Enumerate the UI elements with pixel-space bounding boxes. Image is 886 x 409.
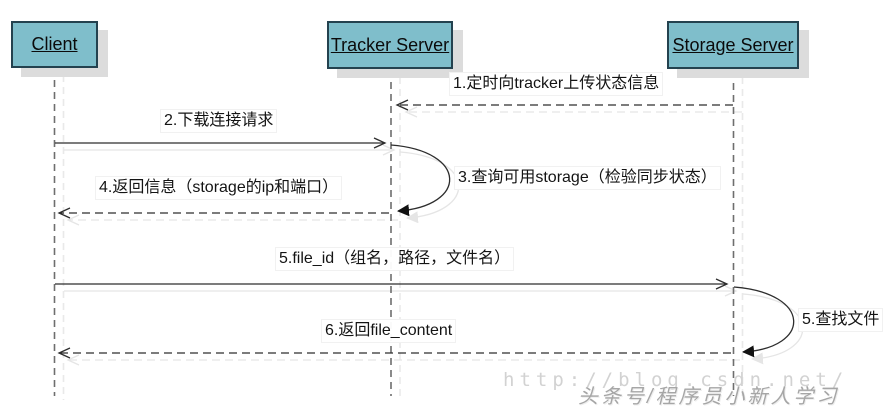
actor-box-storage-server: Storage Server xyxy=(667,21,799,69)
self-message-5-label: 5.查找文件 xyxy=(798,308,884,332)
message-6-label: 6.返回file_content xyxy=(321,319,457,343)
self-message-3-arrow-shadow xyxy=(399,151,460,224)
self-message-3-arrow xyxy=(390,144,451,217)
watermark-credit: 头条号/程序员小新人学习 xyxy=(578,386,840,408)
actor-box-tracker-server: Tracker Server xyxy=(327,21,453,69)
actor-label-client: Client xyxy=(31,34,78,54)
message-4-label: 4.返回信息（storage的ip和端口） xyxy=(95,176,343,200)
watermark-url: http://blog.csdn.net/ xyxy=(503,369,849,391)
self-message-5-arrow xyxy=(733,286,795,358)
actor-label-storage-server: Storage Server xyxy=(672,34,794,55)
message-5-label: 5.file_id（组名，路径，文件名） xyxy=(275,247,515,271)
self-message-3-label: 3.查询可用storage（检验同步状态） xyxy=(454,166,721,190)
message-2-label: 2.下载连接请求 xyxy=(160,109,278,133)
message-1-label: 1.定时向tracker上传状态信息 xyxy=(449,72,664,96)
actor-label-tracker-server: Tracker Server xyxy=(330,34,450,55)
actor-box-client: Client xyxy=(11,21,98,68)
